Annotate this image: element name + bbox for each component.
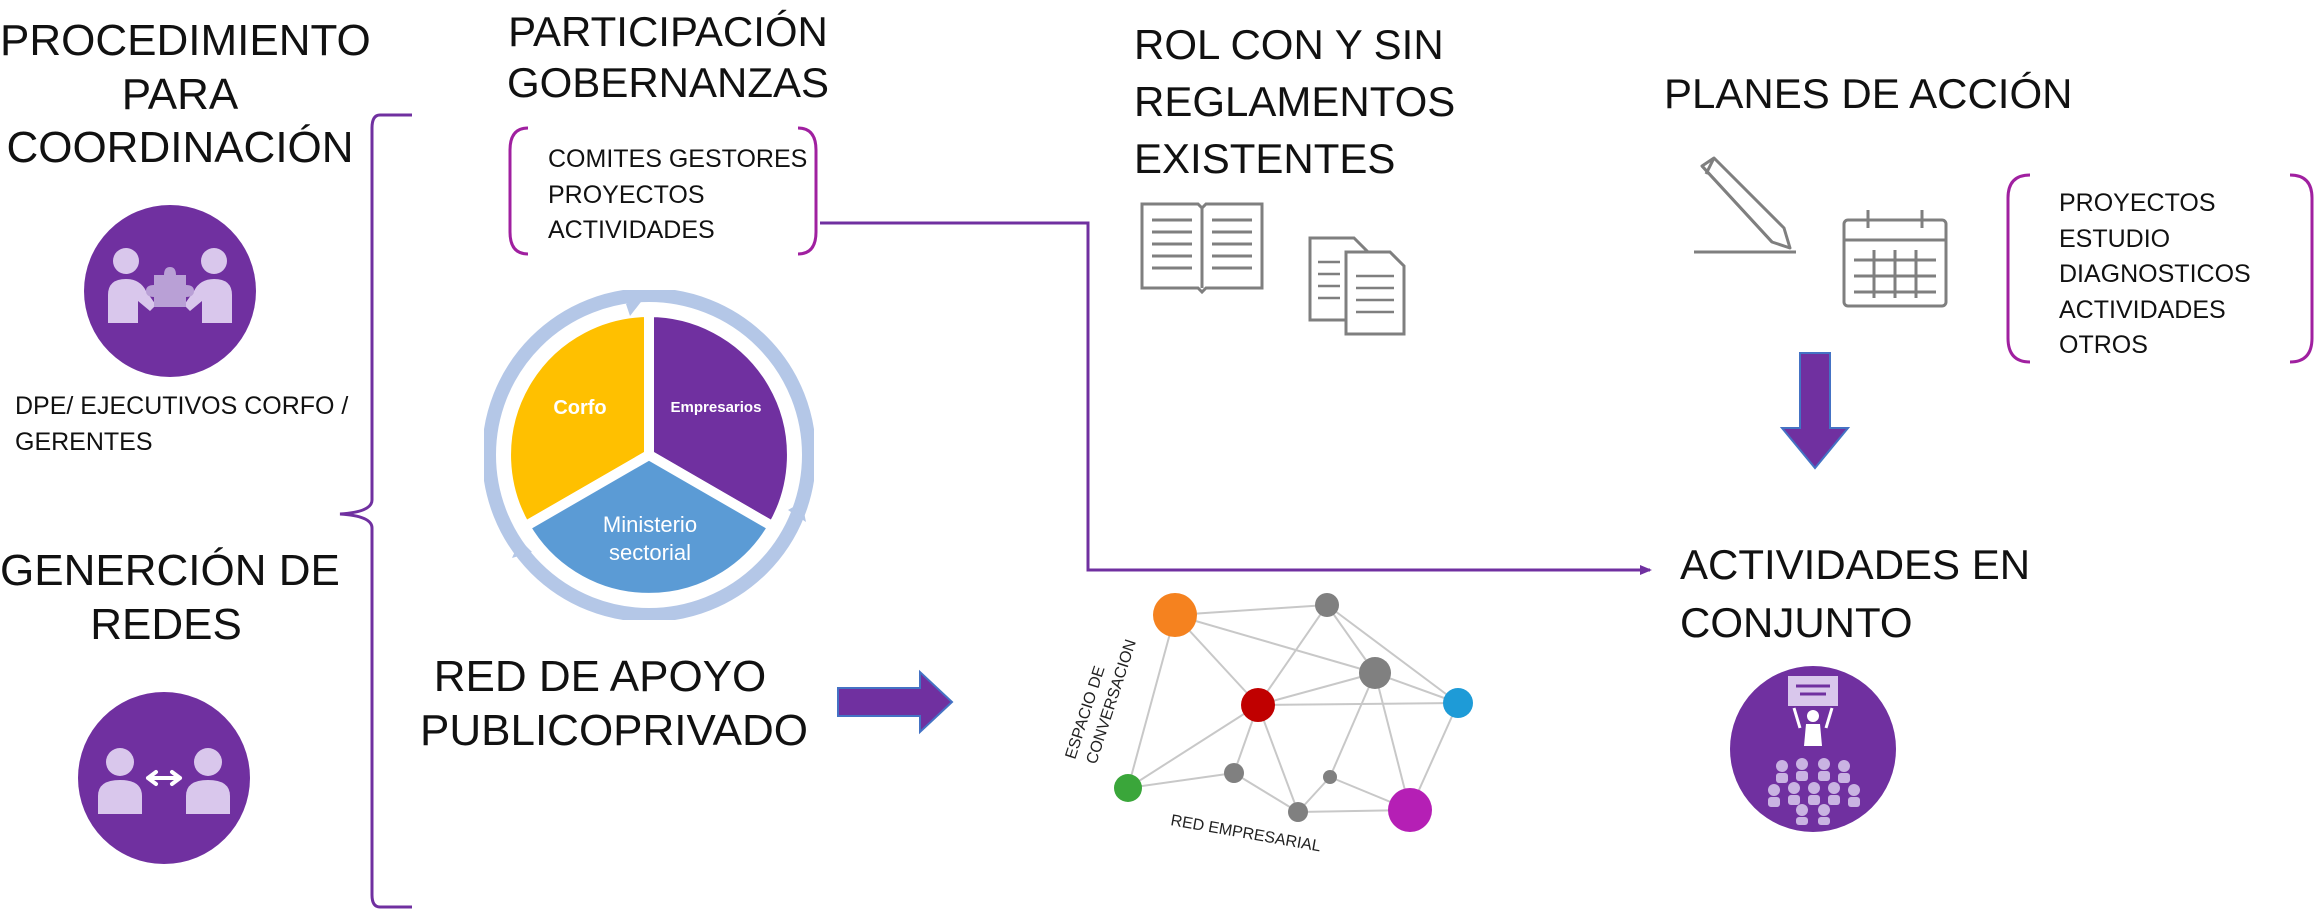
network-node (1241, 688, 1275, 722)
presenter-audience-icon (1730, 666, 1896, 832)
cycle-label-ministerio: Ministerio (603, 512, 697, 537)
planes-title: PLANES DE ACCIÓN (1664, 70, 2073, 117)
red-apoyo-title: RED DE APOYO PUBLICOPRIVADO (420, 652, 808, 755)
list-item: ACTIVIDADES (548, 216, 715, 244)
procedimiento-title: PROCEDIMIENTO PARA COORDINACIÓN (0, 16, 371, 173)
connector-line (820, 221, 1652, 575)
network-node (1323, 770, 1337, 784)
participacion-title: PARTICIPACIÓN GOBERNANZAS (506, 8, 830, 107)
list-item: DIAGNOSTICOS (2059, 260, 2251, 288)
list-item: OTROS (2059, 331, 2148, 359)
network-node (1114, 774, 1142, 802)
planes-bracket-left (2006, 173, 2031, 364)
participacion-items: COMITES GESTORES PROYECTOS ACTIVIDADES (548, 142, 807, 249)
pencil-icon (1694, 156, 1796, 254)
network-node (1315, 593, 1339, 617)
network-node (1153, 593, 1197, 637)
cycle-label-sectorial: sectorial (609, 540, 691, 565)
cycle-diagram: Corfo Empresarios Ministerio sectorial (484, 290, 814, 620)
redes-title: GENERCIÓN DE REDES (0, 546, 340, 649)
participacion-bracket-right (797, 126, 818, 256)
network-node (1359, 657, 1391, 689)
open-book-icon (1140, 202, 1264, 295)
rol-title: ROL CON Y SIN REGLAMENTOS EXISTENTES (1134, 21, 1456, 183)
cycle-label-corfo: Corfo (553, 397, 606, 419)
list-item: ESTUDIO (2059, 224, 2171, 253)
block-arrow-right (837, 669, 954, 735)
network-node (1224, 763, 1244, 783)
planes-items: PROYECTOS ESTUDIO DIAGNOSTICOS ACTIVIDAD… (2059, 186, 2251, 364)
list-item: PROYECTOS (2059, 189, 2216, 217)
left-brace (339, 113, 412, 909)
list-item: PROYECTOS (548, 180, 705, 209)
handshake-puzzle-icon (84, 205, 256, 377)
network-node (1288, 802, 1308, 822)
list-item: ACTIVIDADES (2059, 295, 2226, 324)
participacion-bracket-left (508, 126, 529, 256)
actividades-title: ACTIVIDADES EN CONJUNTO (1680, 541, 2031, 646)
network-node (1388, 788, 1432, 832)
procedimiento-roles: DPE/ EJECUTIVOS CORFO / GERENTES (15, 392, 349, 457)
planes-bracket-right (2289, 173, 2314, 364)
block-arrow-down (1779, 352, 1851, 470)
list-item: COMITES GESTORES (548, 145, 808, 173)
network-node (1443, 688, 1473, 718)
network-graph: ESPACIO DE CONVERSACION RED EMPRESARIAL (1063, 593, 1473, 855)
people-exchange-icon (78, 692, 250, 864)
calendar-icon (1842, 210, 1948, 308)
cycle-label-empresarios: Empresarios (671, 399, 762, 416)
documents-icon (1308, 236, 1406, 336)
